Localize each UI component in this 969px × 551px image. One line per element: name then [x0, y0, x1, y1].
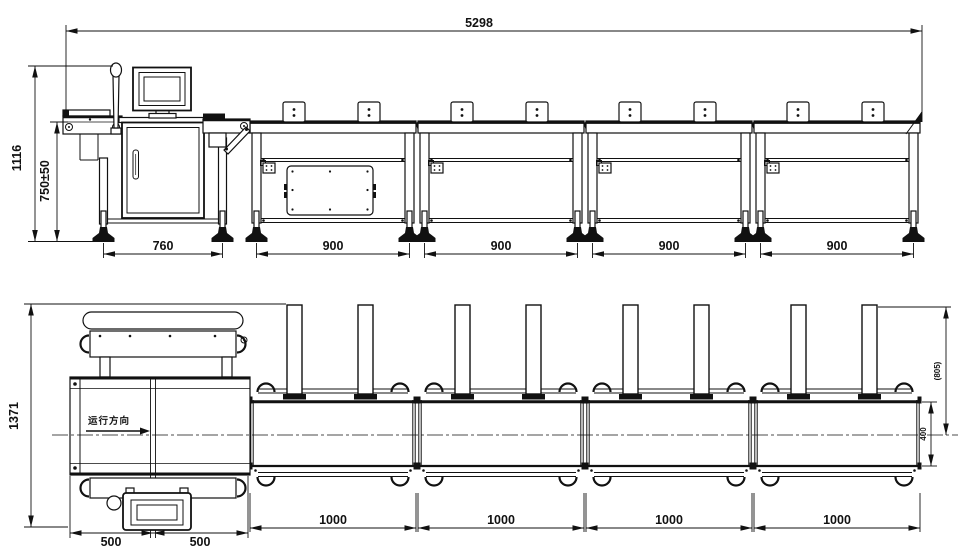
- dim-belt-width: 400: [919, 401, 937, 467]
- dim-text-total-height: 1116: [10, 145, 24, 171]
- dim-section-900-1: 900: [256, 239, 410, 258]
- direction-arrow: [86, 427, 150, 435]
- dim-infeed-500-1: 500: [69, 476, 249, 549]
- door-handle: [132, 149, 139, 180]
- weigher-belt: [69, 376, 251, 538]
- infeed-conveyor: [62, 109, 123, 161]
- dim-text-plan-section-2: 1000: [487, 513, 515, 527]
- dim-plan-section-1: 1000: [249, 493, 417, 532]
- dim-section-900-4: 900: [760, 239, 914, 258]
- display-screen: [143, 76, 181, 102]
- outfeed-rejecter: [202, 113, 251, 155]
- conveyor-section-plan-3: [585, 305, 754, 486]
- conveyor-section-plan-1: [249, 305, 418, 486]
- dim-text-overall-length: 5298: [465, 16, 493, 30]
- dim-infeed-500-2: 500: [153, 530, 248, 549]
- conveyor-section-side-3: [582, 102, 757, 242]
- checkweigher-side: [62, 62, 251, 243]
- direction-label: 运行方向: [88, 415, 130, 427]
- checkweigher-foot: [210, 210, 235, 243]
- dim-text-section-1: 900: [323, 239, 344, 253]
- dim-text-section-3: 900: [659, 239, 680, 253]
- control-panel-box: [284, 165, 376, 216]
- conveyor-section-plan-2: [417, 305, 586, 486]
- dim-plan-section-4: 1000: [753, 493, 921, 532]
- conveyor-section-side-4: [750, 102, 925, 242]
- dim-text-plan-section-4: 1000: [823, 513, 851, 527]
- dim-text-checkweigher-span: 760: [153, 239, 174, 253]
- checkweigher-foot: [91, 210, 116, 243]
- dim-overall-width: 1371: [7, 303, 286, 528]
- dim-text-infeed-1: 500: [101, 535, 122, 549]
- conveyor-section-plan-4: [753, 305, 922, 486]
- dim-text-belt-height: 750±50: [38, 160, 52, 202]
- dim-text-overall-width: 1371: [7, 402, 21, 430]
- dim-text-section-4: 900: [827, 239, 848, 253]
- dim-text-infeed-2: 500: [190, 535, 211, 549]
- dim-total-height: 1116: [10, 65, 113, 242]
- monitor: [132, 66, 192, 119]
- dim-overall-length: 5298: [65, 16, 923, 122]
- side-view: 5298 1116 750±50 760 900: [10, 16, 925, 258]
- dim-text-guard-width: (805): [933, 361, 942, 380]
- dim-plan-section-3: 1000: [585, 493, 753, 532]
- dim-text-belt-width: 400: [919, 427, 928, 441]
- dim-text-plan-section-1: 1000: [319, 513, 347, 527]
- drive-motor: [106, 487, 192, 531]
- dim-text-plan-section-3: 1000: [655, 513, 683, 527]
- checkweigher-plan: 运行方向: [69, 311, 251, 538]
- dim-plan-section-2: 1000: [417, 493, 585, 532]
- end-guard: [905, 111, 923, 135]
- dim-checkweigher-span: 760: [103, 239, 223, 258]
- control-cabinet: [118, 116, 208, 219]
- lever-handle: [109, 62, 123, 135]
- dim-belt-height: 750±50: [38, 121, 68, 242]
- dim-guard-width: (805): [878, 306, 951, 435]
- conveyor-section-side-2: [414, 102, 589, 242]
- plan-view: 运行方向 1371: [7, 304, 958, 549]
- dim-section-900-3: 900: [592, 239, 746, 258]
- weigher-platform: [82, 311, 244, 330]
- dim-section-900-2: 900: [424, 239, 578, 258]
- dim-text-section-2: 900: [491, 239, 512, 253]
